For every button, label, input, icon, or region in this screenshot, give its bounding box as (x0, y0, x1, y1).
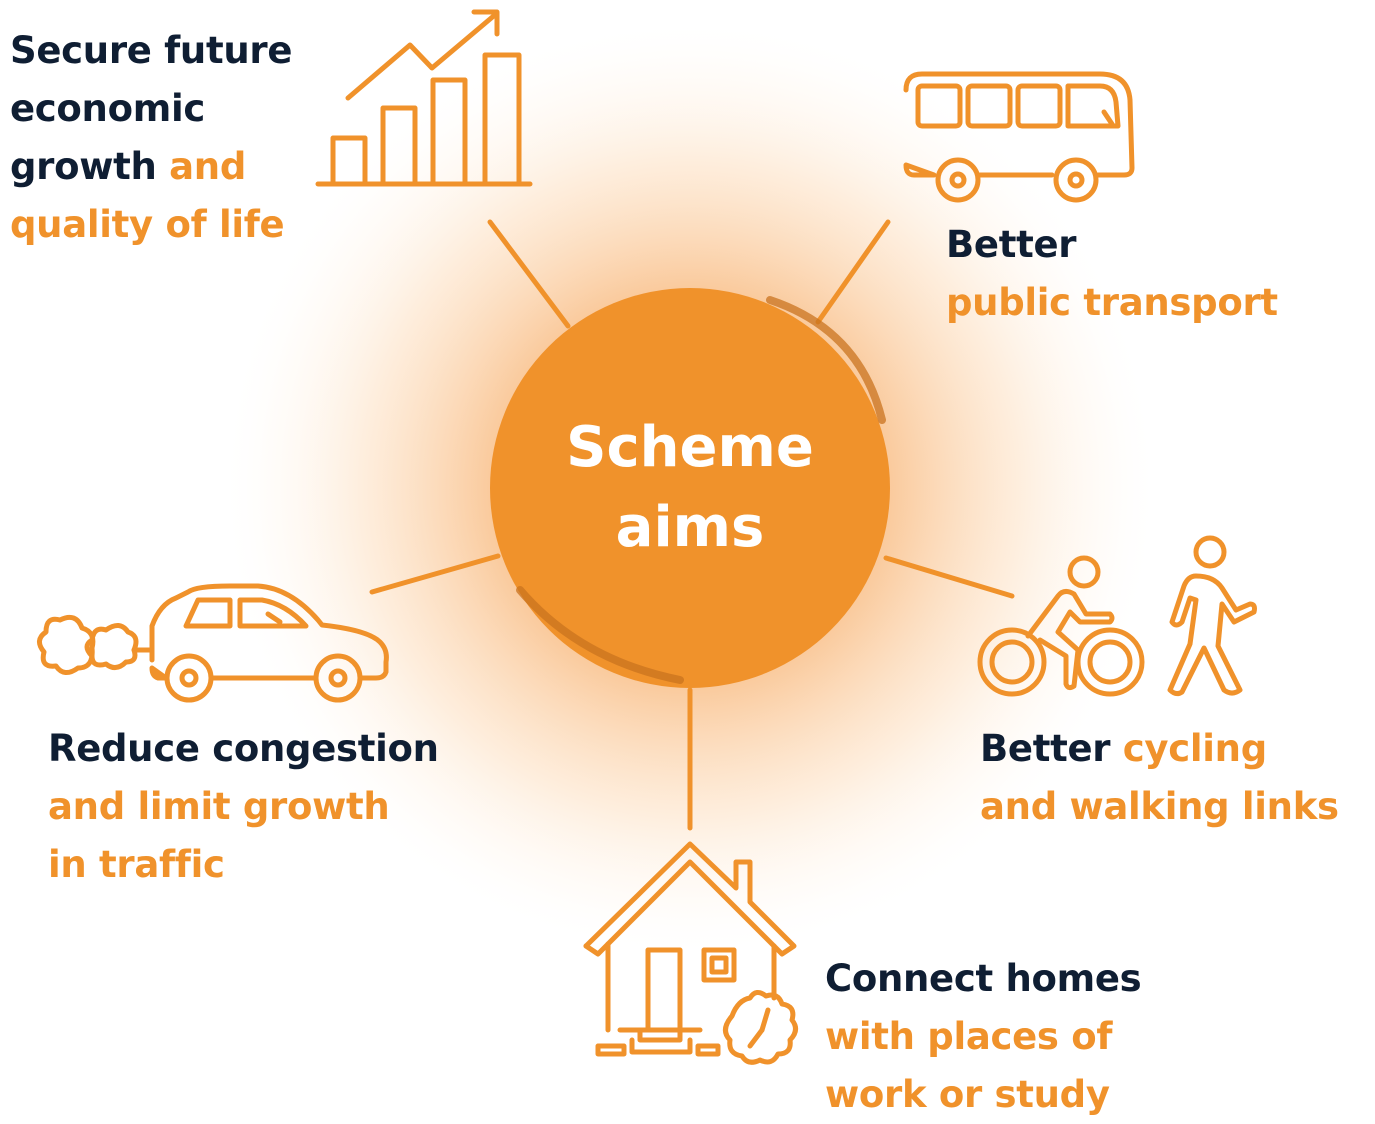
aim-homes-label: Connect homes with places of work or stu… (825, 950, 1142, 1124)
bar-chart-growth-icon (315, 9, 533, 187)
aim-growth-line1: Secure future (10, 29, 293, 72)
aim-transport-line2: public transport (946, 281, 1278, 324)
aim-homes-line2: with places of (825, 1015, 1113, 1058)
aim-growth-line3-orange: and (156, 145, 247, 188)
aim-growth-line2: economic (10, 87, 205, 130)
center-label-line1: Scheme (566, 415, 814, 480)
aim-congestion-label: Reduce congestion and limit growth in tr… (48, 720, 439, 894)
connector-congestion (369, 553, 501, 595)
connector-growth (487, 219, 571, 329)
aim-congestion-line3: in traffic (48, 843, 225, 886)
bus-icon (903, 71, 1135, 203)
aim-congestion-line2: and limit growth (48, 785, 390, 828)
aim-homes-line3: work or study (825, 1073, 1110, 1116)
aim-transport-label: Better public transport (946, 216, 1278, 332)
aim-cycling-line2: and walking links (980, 785, 1339, 828)
cyclist-pedestrian-icon (977, 535, 1257, 697)
aim-cycling-line1: Better cycling (980, 720, 1339, 778)
center-label-line2: aims (615, 495, 765, 560)
aim-cycling-label: Better cycling and walking links (980, 720, 1339, 836)
aim-growth-label: Secure future economic growth and qualit… (10, 22, 292, 254)
center-label: Scheme aims (490, 408, 890, 568)
aim-growth-line3: growth and (10, 138, 292, 196)
connector-transport (815, 219, 891, 325)
aim-growth-line3-dark: growth (10, 145, 157, 188)
car-exhaust-icon (37, 583, 389, 703)
center-circle (490, 288, 890, 688)
aim-congestion-line1: Reduce congestion (48, 727, 439, 770)
aim-cycling-line1-dark: Better (980, 727, 1111, 770)
connector-cycling (883, 555, 1015, 599)
aim-cycling-line1-orange: cycling (1110, 727, 1267, 770)
connector-lines (369, 219, 1015, 831)
aim-growth-line4: quality of life (10, 203, 285, 246)
aim-transport-line1: Better (946, 223, 1077, 266)
aim-homes-line1: Connect homes (825, 957, 1142, 1000)
house-clock-icon (583, 841, 798, 1065)
